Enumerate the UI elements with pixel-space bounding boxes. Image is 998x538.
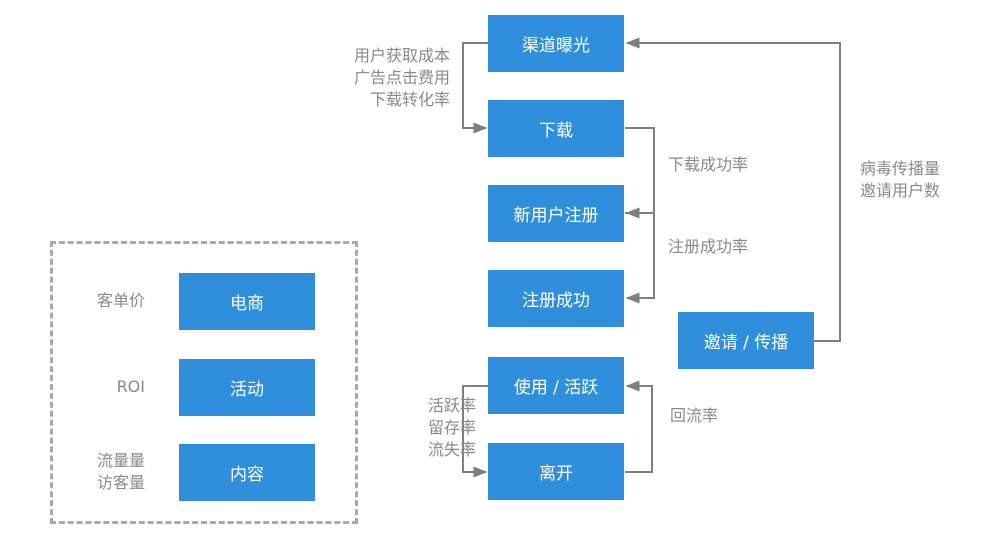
activity-metric-retention: 留存率 [427,418,476,437]
register-success-rate-label: 注册成功率 [668,237,749,256]
ecommerce-node: 电商 [179,273,315,330]
connector-exposure-to-download [462,42,488,134]
campaign-node: 活动 [179,359,315,416]
exposure-node: 渠道曝光 [488,15,624,72]
campaign-metric-label: ROI [116,377,145,396]
acquisition-metric-click: 广告点击费用 [353,68,450,87]
acquisition-metrics: 用户获取成本 广告点击费用 下载转化率 [300,45,450,111]
viral-metrics: 病毒传播量 邀请用户数 [860,158,940,202]
connector-active-to-leave [462,385,488,478]
connector-download-to-register [625,127,655,219]
content-metrics: 流量量 访客量 [60,450,145,494]
connector-leave-to-active [625,380,653,473]
viral-metric-spread: 病毒传播量 [860,159,941,178]
acquisition-metric-conversion: 下载转化率 [369,90,450,109]
download-node: 下载 [488,100,624,157]
activity-metric-active: 活跃率 [427,396,476,415]
activity-metric-churn: 流失率 [427,440,476,459]
invite-share-node: 邀请 / 传播 [678,312,814,369]
connector-register-to-success [625,212,655,304]
activity-metrics: 活跃率 留存率 流失率 [350,395,476,461]
monetization-panel [50,241,358,524]
viral-metric-invites: 邀请用户数 [860,181,941,200]
acquisition-metric-cost: 用户获取成本 [353,46,450,65]
ecommerce-metric-label: 客单价 [96,291,145,310]
content-metric-visitors: 访客量 [96,473,145,492]
register-success-node: 注册成功 [488,270,624,327]
download-success-rate-label: 下载成功率 [668,155,749,174]
new-user-register-node: 新用户注册 [488,185,624,242]
use-active-node: 使用 / 活跃 [488,357,624,414]
connector-invite-to-exposure [625,37,841,342]
return-rate-label: 回流率 [670,406,719,425]
content-node: 内容 [179,444,315,501]
leave-node: 离开 [488,443,624,500]
content-metric-traffic: 流量量 [96,451,145,470]
